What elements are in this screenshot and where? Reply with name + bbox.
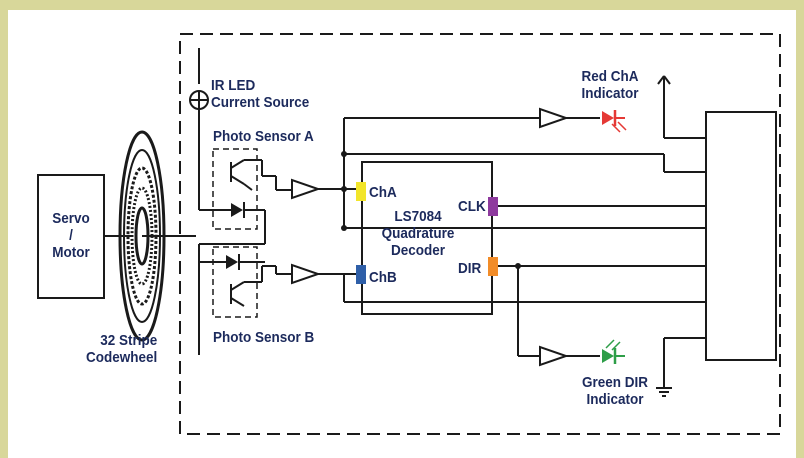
codewheel-label-line2: Codewheel [86,349,158,366]
pin-dir-marker [488,257,498,276]
led-green-icon [602,339,625,364]
pin-cha-label: ChA [369,184,397,201]
enclosure-boundary [179,33,781,435]
ir-led-label-line2: Current Source [211,94,310,111]
pin-chb-marker [356,265,366,284]
red-indicator-label-line2: Indicator [581,85,639,102]
servo-label-line3: Motor [52,244,90,261]
servo-label-line2: / [69,227,73,244]
decoder-label-line3: Decoder [390,242,446,259]
decoder-label-line2: Quadrature [381,225,455,242]
ground-icon [656,387,672,397]
photo-sensor-b-label: Photo Sensor B [213,329,315,346]
codewheel-label-line1: 32 Stripe [100,332,158,349]
decoder-ic [361,161,493,315]
arrow-up-icon [657,75,671,85]
red-indicator-label-line1: Red ChA [581,68,639,85]
photo-sensor-a-label: Photo Sensor A [213,128,314,145]
comparator-b-icon [291,263,322,285]
pin-clk-marker [488,197,498,216]
output-connector [705,111,777,361]
pin-clk-label: CLK [458,198,486,215]
ir-led-label-line1: IR LED [211,77,256,94]
ir-led-label: IR LED Current Source [211,77,309,111]
decoder-label-line1: LS7084 [394,208,442,225]
ir-led-b-icon [226,255,238,269]
red-indicator-label: Red ChA Indicator [574,68,646,102]
ir-led-a-icon [231,203,243,217]
circuit-diagram [37,33,781,435]
green-indicator-label-line2: Indicator [586,391,644,408]
led-red-icon [602,110,627,133]
green-indicator-label-line1: Green DIR [581,374,649,391]
buffer-red-icon [539,107,570,129]
servo-label-line1: Servo [52,210,90,227]
pin-dir-label: DIR [458,260,482,277]
decoder-label: LS7084 Quadrature Decoder [373,208,463,259]
servo-motor-label: Servo / Motor [41,210,100,261]
comparator-a-icon [291,178,322,200]
green-indicator-label: Green DIR Indicator [575,374,656,408]
photo-sensor-a-box [212,148,258,230]
buffer-green-icon [539,345,570,367]
codewheel-label: 32 Stripe Codewheel [86,332,157,366]
pin-cha-marker [356,182,366,201]
pin-chb-label: ChB [369,269,397,286]
photo-sensor-b-box [212,246,258,318]
diagram-frame: Servo / Motor 32 Stripe Codewheel IR LED… [8,10,796,458]
codewheel-icon [118,130,196,342]
